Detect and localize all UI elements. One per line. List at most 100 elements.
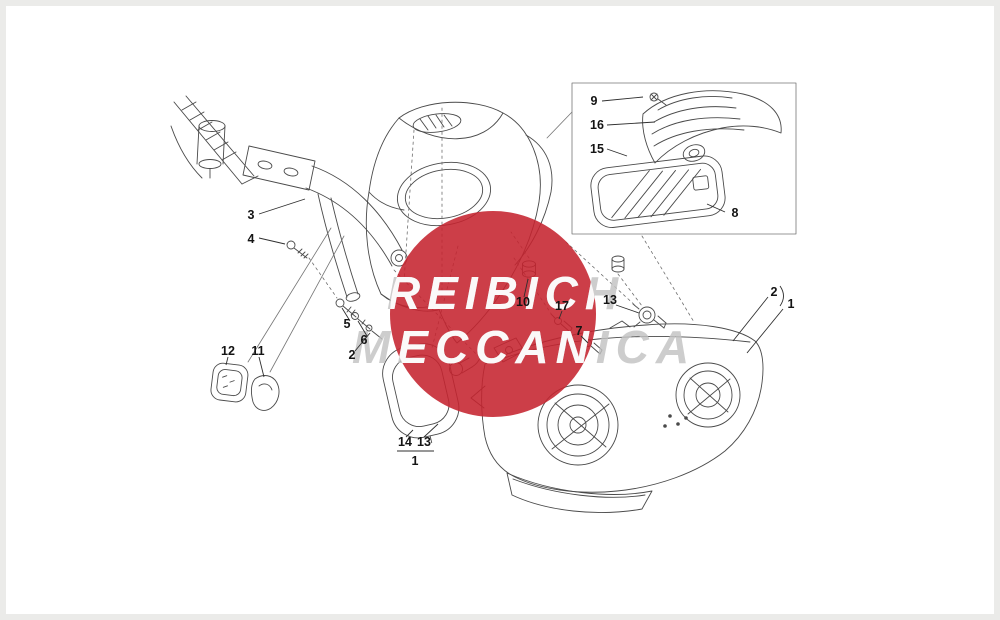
instrument-cluster xyxy=(590,155,726,228)
vent-dot xyxy=(676,422,680,426)
screw-thread xyxy=(361,319,366,325)
screw-head xyxy=(365,324,373,332)
frame-edge xyxy=(170,125,203,179)
assembly-axis xyxy=(308,257,338,299)
bracket-eye-hole xyxy=(395,254,403,262)
canister-side xyxy=(196,125,200,165)
bulb-base xyxy=(657,315,667,324)
mount-line xyxy=(269,235,345,373)
bottom-flap xyxy=(506,472,653,513)
top-notch xyxy=(609,320,631,329)
cluster-bezel xyxy=(590,155,726,228)
bolt-shaft xyxy=(293,247,308,259)
bulb-body xyxy=(593,342,603,351)
hatch-line xyxy=(653,106,737,123)
lens-rib xyxy=(222,375,228,378)
frame-edge xyxy=(241,175,259,185)
lens-circle xyxy=(675,362,741,428)
callout-8: 8 xyxy=(732,206,739,220)
leader-line xyxy=(258,356,265,378)
vent-dot xyxy=(684,416,688,420)
leader-line xyxy=(341,307,351,322)
hatch-line xyxy=(443,114,453,127)
callout-16: 16 xyxy=(590,118,604,132)
hatch-line xyxy=(651,117,741,135)
lens-chord xyxy=(554,402,607,448)
screw-cross xyxy=(650,93,658,101)
lens-circle xyxy=(695,382,721,408)
bracket-foot xyxy=(345,292,361,302)
callout-6: 6 xyxy=(361,333,368,347)
leader-line xyxy=(601,96,644,102)
vent-dot xyxy=(668,414,672,418)
bulb-body xyxy=(599,349,603,355)
callout-15: 15 xyxy=(590,142,604,156)
inset-leader xyxy=(546,111,573,139)
bracket-arm xyxy=(305,187,393,267)
hatch-line xyxy=(624,170,663,219)
hatch-line xyxy=(611,170,650,219)
callout-1-headlight: 1 xyxy=(788,297,795,311)
bracket-curve xyxy=(258,383,273,391)
leader-line xyxy=(746,308,784,354)
plate-slot xyxy=(257,160,273,170)
top-pad xyxy=(412,113,462,133)
cluster-face xyxy=(597,162,719,221)
frame-tube xyxy=(185,95,255,177)
bracket-plate xyxy=(242,145,316,191)
bolt-head xyxy=(286,240,296,250)
leader-line xyxy=(357,320,368,337)
screw-thread xyxy=(346,306,352,313)
canister-bottom xyxy=(198,159,222,169)
lens-chord xyxy=(551,403,610,450)
fairing-screws xyxy=(335,298,383,340)
callout-7: 7 xyxy=(576,324,583,338)
lens-circle xyxy=(569,416,587,434)
inset-border xyxy=(571,82,797,235)
callout-9: 9 xyxy=(591,94,598,108)
screw-shaft xyxy=(371,330,383,340)
leader-line xyxy=(258,198,306,215)
hatch-line xyxy=(213,141,229,151)
fairing-crease xyxy=(368,191,405,211)
hatch-line xyxy=(650,169,689,218)
instrument-inset xyxy=(546,82,797,235)
screw-head xyxy=(649,92,659,102)
callout-3: 3 xyxy=(248,208,255,222)
callout-13-ring: 13 xyxy=(417,435,431,449)
callout-13-bulb: 13 xyxy=(603,293,617,307)
hatch-line xyxy=(435,114,445,128)
callout-layer: 9 16 15 8 3 4 5 6 2 12 11 10 17 13 7 2 1… xyxy=(221,94,794,468)
callout-10: 10 xyxy=(516,295,530,309)
fold-line xyxy=(403,129,415,283)
assembly-axis xyxy=(617,273,643,307)
bracket-outline xyxy=(250,375,280,411)
leader-line xyxy=(580,335,589,344)
leader-line xyxy=(732,296,769,342)
hatch-line xyxy=(205,131,221,141)
hatch-line xyxy=(419,118,429,131)
leader-line xyxy=(706,203,726,213)
frame-tube xyxy=(173,101,243,185)
hatch-line xyxy=(427,115,437,129)
bracket-arm xyxy=(311,165,403,251)
bulb-glass xyxy=(642,310,652,320)
screw-shaft xyxy=(657,98,667,106)
lens-rib xyxy=(229,380,235,383)
callout-numbers: 9 16 15 8 3 4 5 6 2 12 11 10 17 13 7 2 1… xyxy=(221,94,794,468)
leader-line xyxy=(258,237,286,245)
leader-line xyxy=(558,310,563,320)
cover-hole xyxy=(682,144,706,162)
callout-2-headlight: 2 xyxy=(771,285,778,299)
bulb-flange xyxy=(638,306,656,324)
lens-chord xyxy=(687,378,731,415)
callout-5: 5 xyxy=(344,317,351,331)
frame-fragment xyxy=(170,95,259,185)
leader-line xyxy=(354,332,371,352)
grommet-bottom xyxy=(611,265,625,273)
flap-fold xyxy=(512,478,646,498)
cluster-display xyxy=(692,175,710,191)
callout-4: 4 xyxy=(248,232,255,246)
lens-circle xyxy=(546,393,610,457)
